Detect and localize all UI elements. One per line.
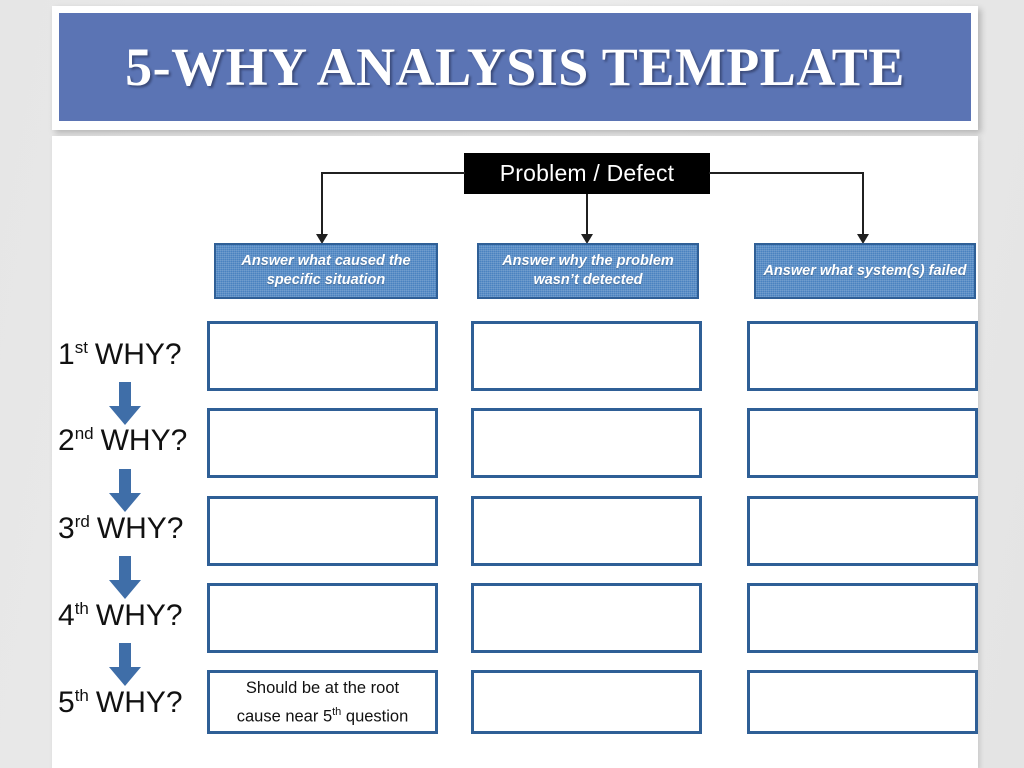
why-word-5: WHY? bbox=[95, 686, 183, 719]
answer-cell-r2c1[interactable] bbox=[207, 408, 438, 478]
answer-cell-r5c2[interactable] bbox=[471, 670, 702, 734]
why-ordinal-3: 3 bbox=[58, 512, 75, 545]
answer-cell-r3c2[interactable] bbox=[471, 496, 702, 566]
connector-line-right-vertical bbox=[862, 172, 864, 236]
answer-cell-r4c3[interactable] bbox=[747, 583, 978, 653]
answer-cell-r2c3[interactable] bbox=[747, 408, 978, 478]
answer-cell-r1c2[interactable] bbox=[471, 321, 702, 391]
problem-defect-label: Problem / Defect bbox=[499, 160, 675, 186]
why-label-3: 3rd WHY? bbox=[58, 512, 198, 546]
title-banner-frame: 5-WHY ANALYSIS TEMPLATE bbox=[52, 6, 978, 130]
why-word-2: WHY? bbox=[100, 424, 188, 457]
flow-arrow-2-3-icon bbox=[108, 469, 142, 513]
why-ordinal-4: 4 bbox=[58, 599, 75, 632]
why-ordinal-2: 2 bbox=[58, 424, 75, 457]
title-banner: 5-WHY ANALYSIS TEMPLATE bbox=[59, 13, 971, 121]
column-header-2[interactable]: Answer why the problem wasn’t detected bbox=[477, 243, 699, 299]
why-ordinal-suffix-1: st bbox=[74, 338, 88, 357]
problem-defect-node[interactable]: Problem / Defect bbox=[464, 153, 710, 194]
root-cause-note-sup: th bbox=[332, 705, 342, 718]
why-ordinal-suffix-4: th bbox=[74, 599, 89, 618]
root-cause-note-line1: Should be at the root bbox=[245, 678, 400, 697]
connector-arrowhead-right-icon bbox=[857, 234, 869, 244]
answer-cell-r3c1[interactable] bbox=[207, 496, 438, 566]
flow-arrow-1-2-icon bbox=[108, 382, 142, 426]
connector-line-center-vertical bbox=[586, 194, 588, 236]
answer-cell-r4c1[interactable] bbox=[207, 583, 438, 653]
root-cause-note: Should be at the root cause near 5th que… bbox=[237, 676, 409, 729]
answer-cell-r1c1[interactable] bbox=[207, 321, 438, 391]
root-cause-note-line2-before: cause near 5 bbox=[236, 707, 333, 726]
connector-line-left-horizontal bbox=[322, 172, 465, 174]
answer-cell-r5c3[interactable] bbox=[747, 670, 978, 734]
why-word-1: WHY? bbox=[94, 338, 182, 371]
why-ordinal-suffix-2: nd bbox=[74, 424, 94, 443]
connector-line-right-horizontal bbox=[709, 172, 864, 174]
why-ordinal-suffix-3: rd bbox=[74, 512, 90, 531]
column-header-1[interactable]: Answer what caused the specific situatio… bbox=[214, 243, 438, 299]
answer-cell-r1c3[interactable] bbox=[747, 321, 978, 391]
column-header-1-label: Answer what caused the specific situatio… bbox=[241, 253, 411, 288]
root-cause-note-line2-after: question bbox=[341, 707, 409, 726]
flow-arrow-4-5-icon bbox=[108, 643, 142, 687]
why-word-4: WHY? bbox=[95, 599, 183, 632]
column-header-2-label: Answer why the problem wasn’t detected bbox=[502, 253, 674, 288]
why-ordinal-5: 5 bbox=[58, 686, 75, 719]
connector-arrowhead-center-icon bbox=[581, 234, 593, 244]
why-ordinal-suffix-5: th bbox=[74, 686, 89, 705]
answer-cell-r3c3[interactable] bbox=[747, 496, 978, 566]
column-header-3-label: Answer what system(s) failed bbox=[763, 262, 967, 279]
answer-cell-r4c2[interactable] bbox=[471, 583, 702, 653]
why-ordinal-1: 1 bbox=[58, 338, 75, 371]
why-label-1: 1st WHY? bbox=[58, 338, 198, 372]
answer-cell-r5c1[interactable]: Should be at the root cause near 5th que… bbox=[207, 670, 438, 734]
connector-arrowhead-left-icon bbox=[316, 234, 328, 244]
answer-cell-r2c2[interactable] bbox=[471, 408, 702, 478]
why-label-5: 5th WHY? bbox=[58, 686, 198, 720]
why-label-2: 2nd WHY? bbox=[58, 424, 198, 458]
why-label-4: 4th WHY? bbox=[58, 599, 198, 633]
why-word-3: WHY? bbox=[96, 512, 184, 545]
slide-title: 5-WHY ANALYSIS TEMPLATE bbox=[125, 37, 905, 97]
flow-arrow-3-4-icon bbox=[108, 556, 142, 600]
connector-line-left-vertical bbox=[321, 172, 323, 236]
column-header-3[interactable]: Answer what system(s) failed bbox=[754, 243, 976, 299]
